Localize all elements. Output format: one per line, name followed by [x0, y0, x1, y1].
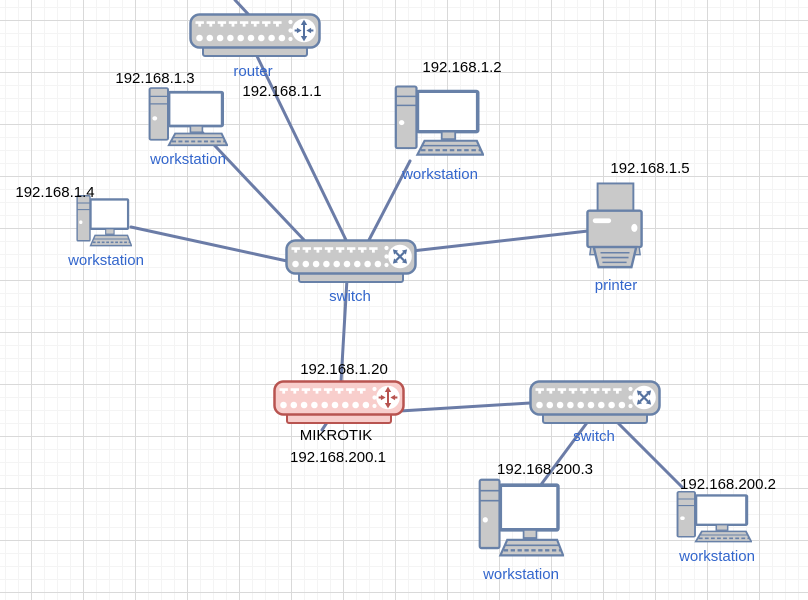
edge-switch2-ws5[interactable]	[611, 416, 684, 489]
workstation-icon	[148, 86, 228, 147]
edge-ws3-switch1[interactable]	[129, 225, 289, 263]
label-ws5-type: workstation	[679, 548, 755, 565]
label-mikrotik-ip: 192.168.1.20	[300, 361, 388, 378]
switch-icon	[529, 380, 661, 428]
device-switch2[interactable]	[529, 380, 661, 428]
edge-offscreen-top-router1[interactable]	[233, 0, 251, 17]
router-icon	[189, 13, 321, 61]
printer-icon	[586, 182, 643, 269]
label-printer1-type: printer	[594, 277, 638, 294]
device-printer1[interactable]	[586, 182, 644, 270]
label-mikrotik-name: MIKROTIK	[299, 427, 373, 444]
label-ws4-ip: 192.168.200.3	[497, 461, 593, 478]
label-ws1-ip: 192.168.1.3	[115, 70, 195, 87]
label-switch2-type: switch	[573, 428, 615, 445]
workstation-icon	[394, 84, 484, 157]
device-router1[interactable]	[189, 13, 321, 61]
device-ws3[interactable]	[76, 194, 132, 248]
device-ws1[interactable]	[148, 86, 228, 148]
label-router1-ip: 192.168.1.1	[242, 83, 322, 100]
edge-printer1-switch1[interactable]	[410, 229, 590, 253]
label-ws2-ip: 192.168.1.2	[422, 59, 502, 76]
workstation-icon	[76, 194, 132, 247]
workstation-icon	[676, 490, 752, 544]
label-switch1-type: switch	[329, 288, 371, 305]
device-switch1[interactable]	[285, 239, 417, 287]
edge-mikrotik-switch2[interactable]	[398, 401, 532, 413]
switch-icon	[285, 239, 417, 287]
label-mikrotik-ip2: 192.168.200.1	[290, 449, 386, 466]
label-ws4-type: workstation	[483, 566, 559, 583]
mikrotik-router-icon	[273, 380, 405, 428]
label-ws3-ip: 192.168.1.4	[15, 184, 95, 201]
label-ws1-type: workstation	[150, 151, 226, 168]
edge-ws1-switch1[interactable]	[198, 128, 307, 243]
device-ws4[interactable]	[478, 477, 564, 559]
label-ws5-ip: 192.168.200.2	[680, 476, 776, 493]
label-ws2-type: workstation	[402, 166, 478, 183]
edge-ws2-switch1[interactable]	[367, 159, 412, 242]
edge-router1-switch1[interactable]	[253, 50, 348, 242]
workstation-icon	[478, 477, 564, 558]
device-ws5[interactable]	[676, 490, 752, 544]
label-printer1-ip: 192.168.1.5	[610, 160, 690, 177]
label-router1-type: router	[233, 63, 273, 80]
edge-switch2-ws4[interactable]	[538, 418, 591, 488]
device-mikrotik[interactable]	[273, 380, 405, 428]
device-ws2[interactable]	[394, 84, 484, 158]
edge-switch1-mikrotik[interactable]	[339, 277, 349, 384]
label-ws3-type: workstation	[68, 252, 144, 269]
